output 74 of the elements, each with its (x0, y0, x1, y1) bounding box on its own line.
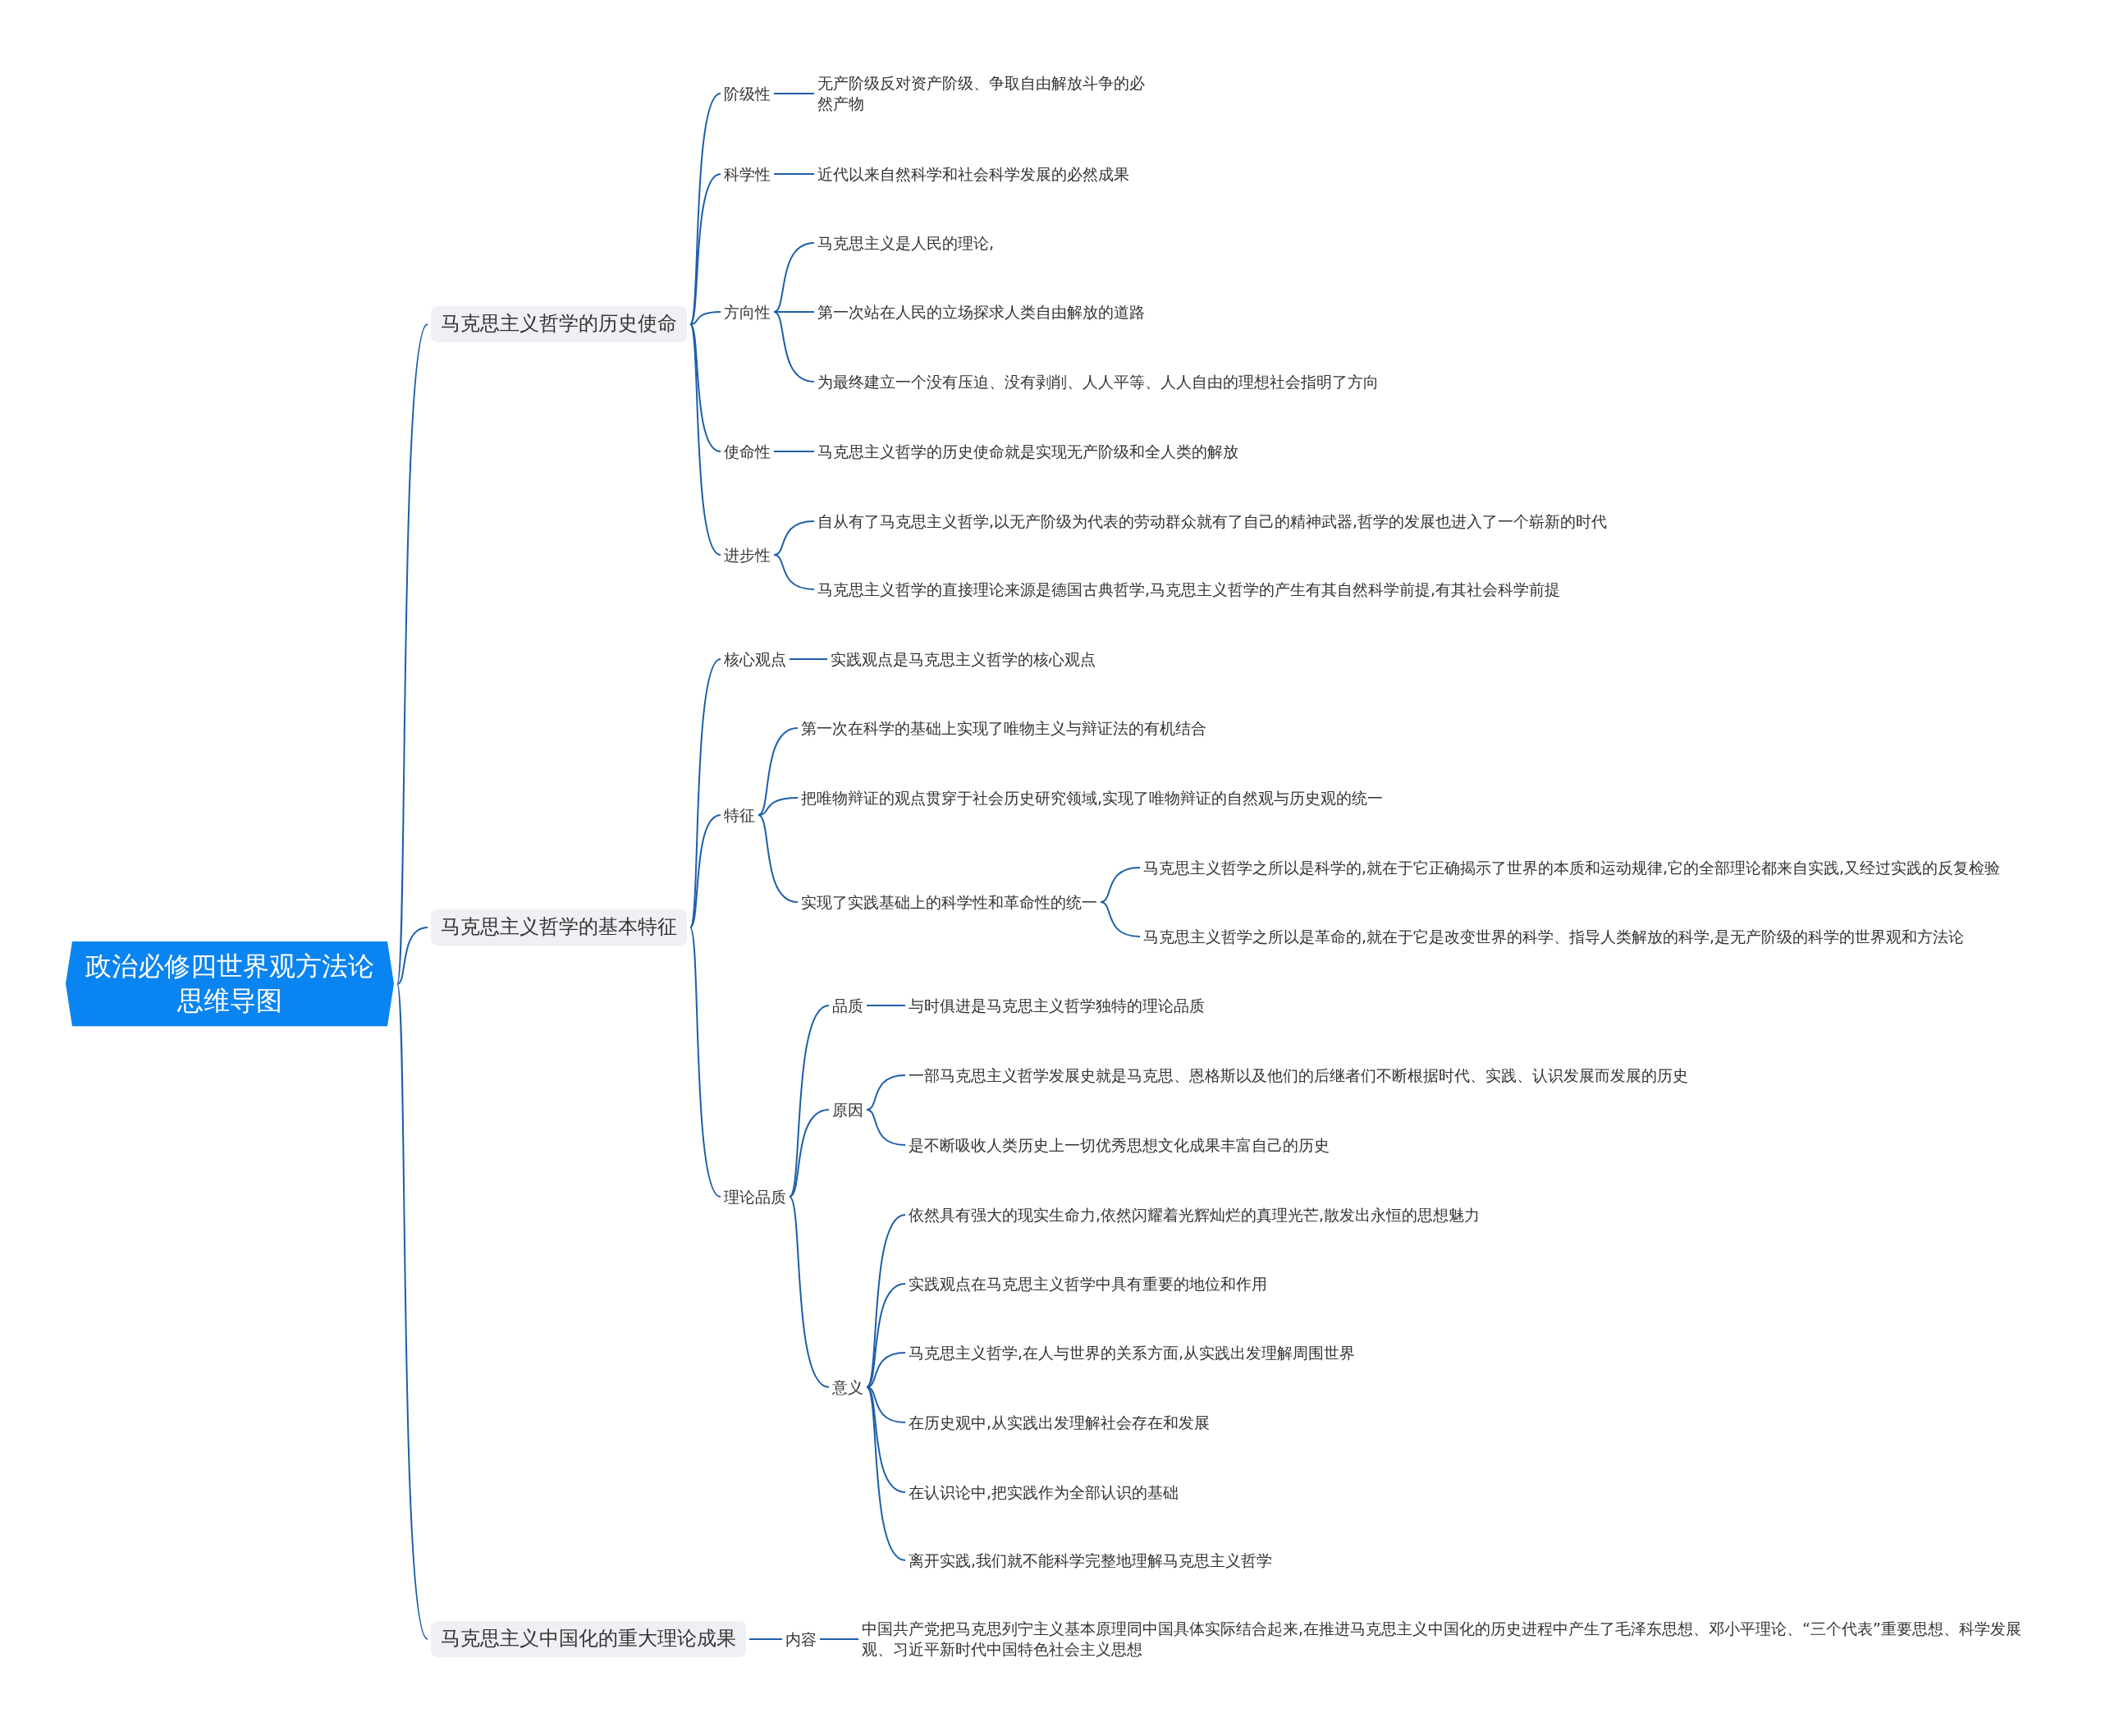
leaf-text: 实践观点是马克思主义哲学的核心观点 (831, 648, 1096, 670)
connector-line (758, 814, 799, 903)
connector-line (773, 242, 815, 313)
leaf-text: 在历史观中,从实践出发理解社会存在和发展 (909, 1412, 1211, 1433)
subtopic-label: 特征 (724, 804, 755, 826)
leaf-text: 是不断吸收人类历史上一切优秀思想文化成果丰富自己的历史 (909, 1134, 1330, 1156)
leaf-text: 马克思主义哲学的历史使命就是实现无产阶级和全人类的解放 (817, 441, 1238, 462)
leaf-text: 实践观点在马克思主义哲学中具有重要的地位和作用 (909, 1273, 1267, 1294)
connector-line (689, 323, 721, 452)
connector-line (866, 1109, 906, 1146)
connector-line (689, 814, 721, 928)
connector-line (773, 311, 815, 313)
subtopic-label: 品质 (832, 995, 863, 1016)
subtopic-label: 内容 (785, 1628, 817, 1650)
connector-line (758, 727, 799, 816)
leaf-text: 中国共产党把马克思列宁主义基本原理同中国具体实际结合起来,在推进马克思主义中国化的历史进程中产生了毛泽东思想、邓小平理论、“三个代表”重要思想、科学发展观、习近平新时代中国特色社会主义思想 (862, 1619, 2044, 1660)
connector-line (773, 93, 815, 94)
leaf-text: 马克思主义是人民的理论, (817, 232, 995, 254)
connector-line (789, 658, 828, 660)
subtopic-label: 方向性 (724, 301, 771, 323)
leaf-text: 马克思主义哲学,在人与世界的关系方面,从实践出发理解周围世界 (909, 1342, 1356, 1363)
connector-line (396, 323, 428, 985)
connector-line (758, 797, 799, 816)
leaf-text: 实现了实践基础上的科学性和革命性的统一 (801, 891, 1097, 913)
connector-line (773, 554, 815, 590)
topic-box: 马克思主义哲学的历史使命 (431, 306, 687, 342)
leaf-text: 为最终建立一个没有压迫、没有剥削、人人平等、人人自由的理想社会指明了方向 (817, 371, 1379, 392)
connector-line (689, 658, 721, 928)
subtopic-label: 阶级性 (724, 83, 771, 104)
subtopic-label: 使命性 (724, 441, 771, 462)
connector-line (773, 173, 815, 175)
leaf-text: 自从有了马克思主义哲学,以无产阶级为代表的劳动群众就有了自己的精神武器,哲学的发展也进入了一个崭新的时代 (817, 511, 1608, 532)
connector-line (748, 1638, 783, 1640)
leaf-text: 第一次在科学的基础上实现了唯物主义与辩证法的有机结合 (801, 717, 1206, 739)
connector-line (773, 451, 815, 452)
connector-line (396, 927, 428, 985)
leaf-text: 无产阶级反对资产阶级、争取自由解放斗争的必然产物 (817, 73, 1146, 114)
leaf-text: 马克思主义哲学之所以是科学的,就在于它正确揭示了世界的本质和运动规律,它的全部理论都来自实践,又经过实践的反复检验 (1143, 857, 2001, 878)
subtopic-label: 进步性 (724, 544, 771, 566)
connector-line (689, 323, 721, 556)
topic-box: 马克思主义中国化的重大理论成果 (431, 1621, 746, 1657)
leaf-text: 第一次站在人民的立场探求人类自由解放的道路 (817, 301, 1145, 323)
leaf-text: 把唯物辩证的观点贯穿于社会历史研究领域,实现了唯物辩证的自然观与历史观的统一 (801, 787, 1384, 808)
connector-line (819, 1638, 859, 1640)
connector-line (789, 1196, 830, 1388)
root-topic: 政治必修四世界观方法论思维导图 (66, 941, 394, 1027)
connector-line (789, 1109, 830, 1198)
leaf-text: 离开实践,我们就不能科学完整地理解马克思主义哲学 (909, 1550, 1273, 1571)
connector-line (1100, 867, 1141, 903)
leaf-text: 近代以来自然科学和社会科学发展的必然成果 (817, 163, 1129, 185)
leaf-text: 依然具有强大的现实生命力,依然闪耀着光辉灿烂的真理光芒,散发出永恒的思想魅力 (909, 1204, 1481, 1225)
subtopic-label: 理论品质 (724, 1186, 786, 1207)
topic-box: 马克思主义哲学的基本特征 (431, 909, 687, 946)
leaf-text: 与时俱进是马克思主义哲学独特的理论品质 (909, 995, 1205, 1016)
connector-line (866, 1386, 906, 1423)
subtopic-label: 科学性 (724, 163, 771, 185)
connector-line (866, 1283, 906, 1388)
leaf-text: 一部马克思主义哲学发展史就是马克思、恩格斯以及他们的后继者们不断根据时代、实践、认识发展而发展的历史 (909, 1065, 1688, 1086)
leaf-text: 在认识论中,把实践作为全部认识的基础 (909, 1482, 1179, 1503)
connector-line (689, 173, 721, 325)
connector-line (396, 983, 428, 1640)
connector-line (866, 1074, 906, 1111)
connector-line (1100, 901, 1141, 937)
connector-line (773, 311, 815, 382)
subtopic-label: 原因 (832, 1099, 863, 1120)
connector-line (689, 927, 721, 1198)
leaf-text: 马克思主义哲学之所以是革命的,就在于它是改变世界的科学、指导人类解放的科学,是无产阶级的科学的世界观和方法论 (1143, 926, 1965, 947)
subtopic-label: 意义 (832, 1376, 863, 1398)
connector-line (866, 1352, 906, 1388)
connector-line (866, 1386, 906, 1561)
subtopic-label: 核心观点 (724, 648, 786, 670)
connector-line (689, 311, 721, 325)
leaf-text: 马克思主义哲学的直接理论来源是德国古典哲学,马克思主义哲学的产生有其自然科学前提,有其社会科学前提 (817, 579, 1561, 600)
connector-line (866, 1005, 906, 1006)
